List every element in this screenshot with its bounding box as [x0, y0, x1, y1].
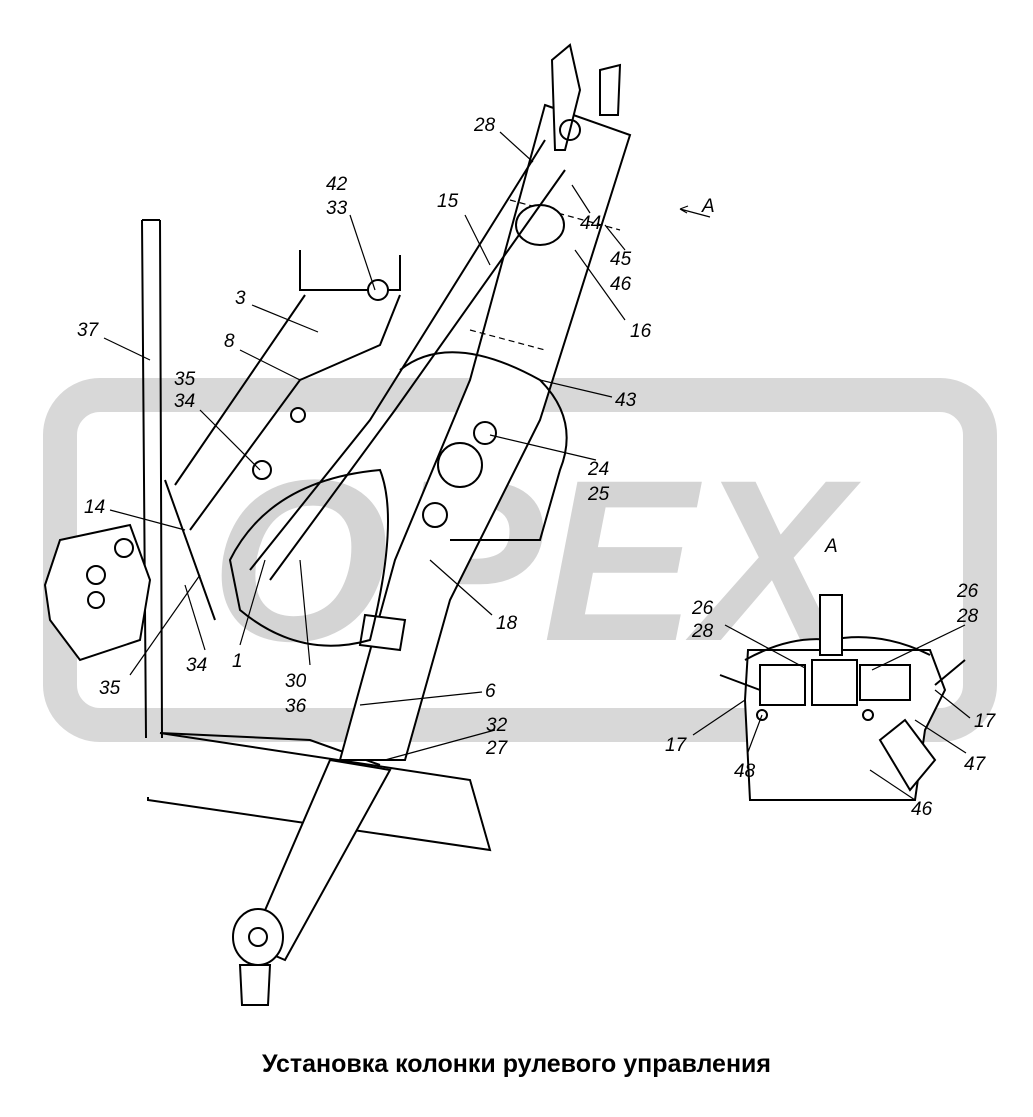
callout-15: 15 [437, 191, 459, 212]
intermediate-shaft [232, 758, 392, 1006]
callout-33: 33 [326, 198, 348, 219]
leader-lines [103, 131, 971, 801]
callout-26: 26 [956, 581, 979, 602]
callout-27: 27 [485, 738, 509, 759]
callout-28: 28 [473, 115, 496, 136]
bracket [174, 250, 401, 531]
callout-46: 46 [911, 799, 933, 820]
steering-valve [43, 479, 216, 662]
callout-45: 45 [610, 249, 632, 270]
callout-3: 3 [235, 288, 246, 309]
callout-44: 44 [580, 213, 601, 234]
dash-panel [141, 219, 163, 739]
column-support-arm [249, 139, 566, 581]
callout-18: 18 [496, 613, 518, 634]
callout-37: 37 [77, 320, 100, 341]
callout-14: 14 [84, 497, 105, 518]
callout-25: 25 [587, 484, 610, 505]
callout-34: 34 [186, 655, 207, 676]
callout-view-a: A [701, 196, 715, 217]
callout-35: 35 [174, 369, 196, 390]
diagram-title: Установка колонки рулевого управления [261, 1050, 772, 1078]
view-a-label: A [824, 536, 838, 557]
watermark-text: OPEX [210, 432, 861, 689]
callout-35: 35 [99, 678, 121, 699]
callout-16: 16 [630, 321, 652, 342]
callout-34: 34 [174, 391, 195, 412]
callout-43: 43 [615, 390, 637, 411]
callout-24: 24 [587, 459, 609, 480]
callout-17: 17 [974, 711, 997, 732]
view-a-detail [719, 594, 966, 801]
callout-32: 32 [486, 715, 508, 736]
callout-26: 26 [691, 598, 714, 619]
callout-labels: 28 42 33 15 44 A 45 46 3 37 8 16 35 34 4… [77, 115, 997, 820]
mounting-plate [228, 351, 568, 647]
callout-36: 36 [285, 696, 307, 717]
callout-1: 1 [232, 651, 243, 672]
callout-47: 47 [964, 754, 987, 775]
callout-17: 17 [665, 735, 688, 756]
view-arrow [679, 205, 711, 218]
callout-28: 28 [956, 606, 979, 627]
callout-46: 46 [610, 274, 632, 295]
callout-48: 48 [734, 761, 756, 782]
callout-30: 30 [285, 671, 307, 692]
callout-28: 28 [691, 621, 714, 642]
callout-8: 8 [224, 331, 235, 352]
callout-6: 6 [485, 681, 496, 702]
callout-42: 42 [326, 174, 348, 195]
